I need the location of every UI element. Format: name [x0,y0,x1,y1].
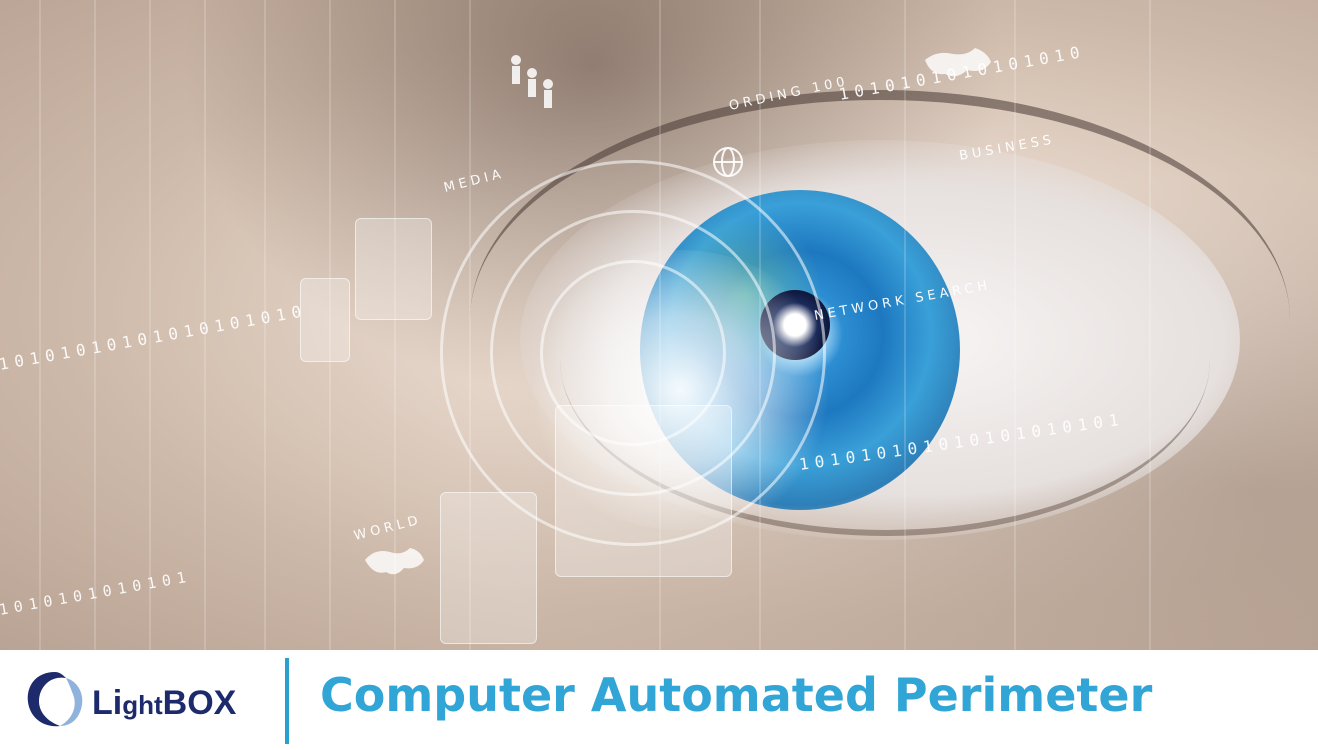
hud-ring-outer [440,160,826,546]
hud-ring-inner [540,260,726,446]
logo-text-small: ght [122,690,163,720]
globe-icon [713,147,743,177]
binary-stream-4: 1010101010101 [0,567,193,619]
hud-label-world: WORLD [352,513,423,544]
hud-overlay: 10101010101010101010 1010101010101010 10… [0,0,1318,650]
binary-stream-1: 10101010101010101010 [0,301,309,374]
logo-text-main: Li [92,684,123,722]
hud-panel-2 [300,278,350,362]
footer-divider [285,658,289,744]
world-map-icon [365,48,991,575]
lightbox-logo: LightBOX [22,668,272,732]
lightbox-logo-text: LightBOX [92,684,236,723]
hud-panel-3 [440,492,537,644]
binary-stream-3: 101010101010101010101 [798,409,1126,474]
hud-label-media: MEDIA [442,166,506,196]
hud-label-network-search: NETWORK SEARCH [813,278,992,324]
banner-title: Computer Automated Perimeter [320,668,1153,722]
footer-banner: LightBOX Computer Automated Perimeter [0,650,1318,750]
hud-label-ording: ORDING 100 [728,74,850,114]
hud-panel-4 [555,405,732,577]
people-icon [511,55,553,108]
hud-panel-1 [355,218,432,320]
hero-image: 10101010101010101010 1010101010101010 10… [0,0,1318,650]
upper-eyelid [470,90,1290,320]
logo-text-end: BOX [162,684,237,722]
hud-ring-middle [490,210,776,496]
lower-eyelid [560,360,1210,536]
lightbox-logo-icon [27,672,83,727]
hud-label-business: BUSINESS [958,132,1056,164]
